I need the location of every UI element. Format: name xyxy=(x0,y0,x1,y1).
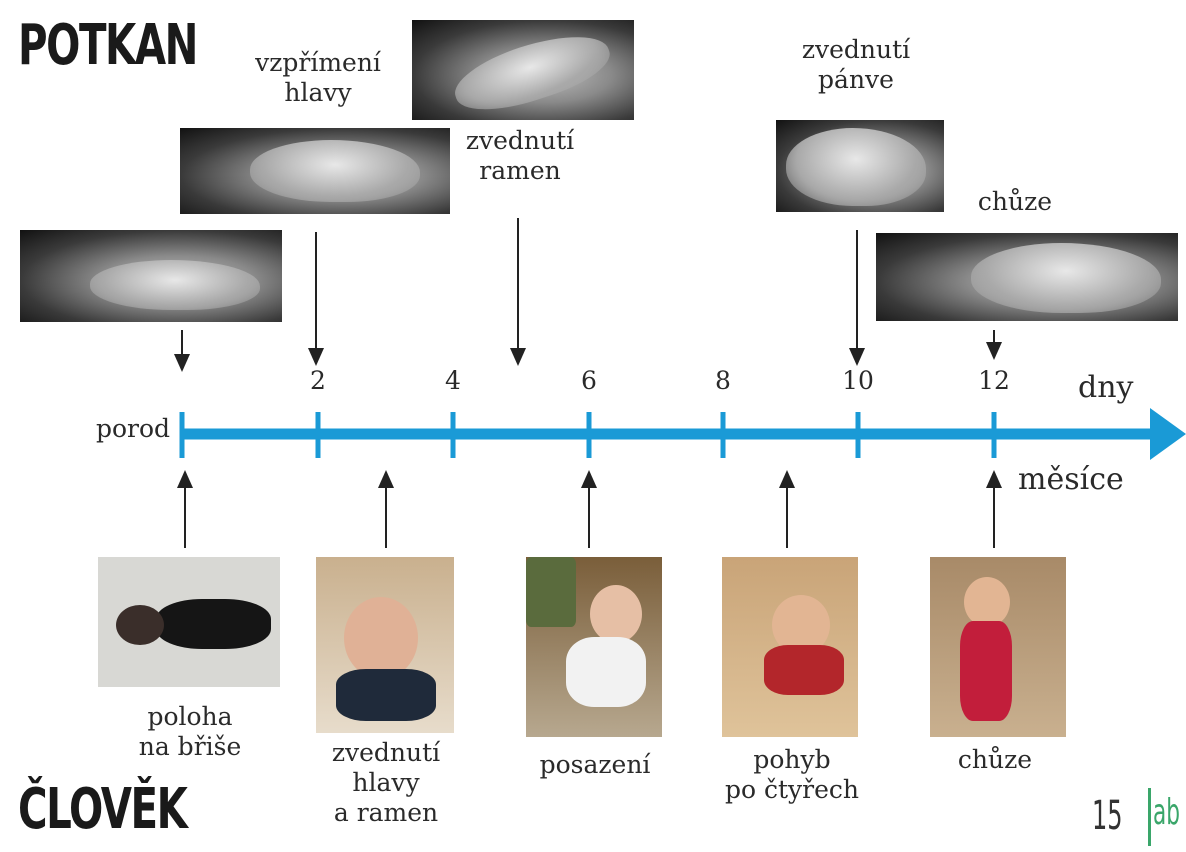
tick-label-12: 12 xyxy=(974,366,1014,395)
timeline-start-label: porod xyxy=(70,414,170,444)
tick-label-8: 8 xyxy=(703,366,743,395)
tick-label-6: 6 xyxy=(569,366,609,395)
tick-label-4: 4 xyxy=(433,366,473,395)
logo: ab xyxy=(1148,788,1185,846)
unit-human: měsíce xyxy=(1018,462,1124,497)
logo-text: ab xyxy=(1153,792,1180,833)
tick-label-2: 2 xyxy=(298,366,338,395)
timeline-arrowhead xyxy=(1150,408,1186,460)
unit-rat: dny xyxy=(1078,370,1133,405)
page-number: 15 xyxy=(1092,793,1123,839)
tick-label-10: 10 xyxy=(838,366,878,395)
